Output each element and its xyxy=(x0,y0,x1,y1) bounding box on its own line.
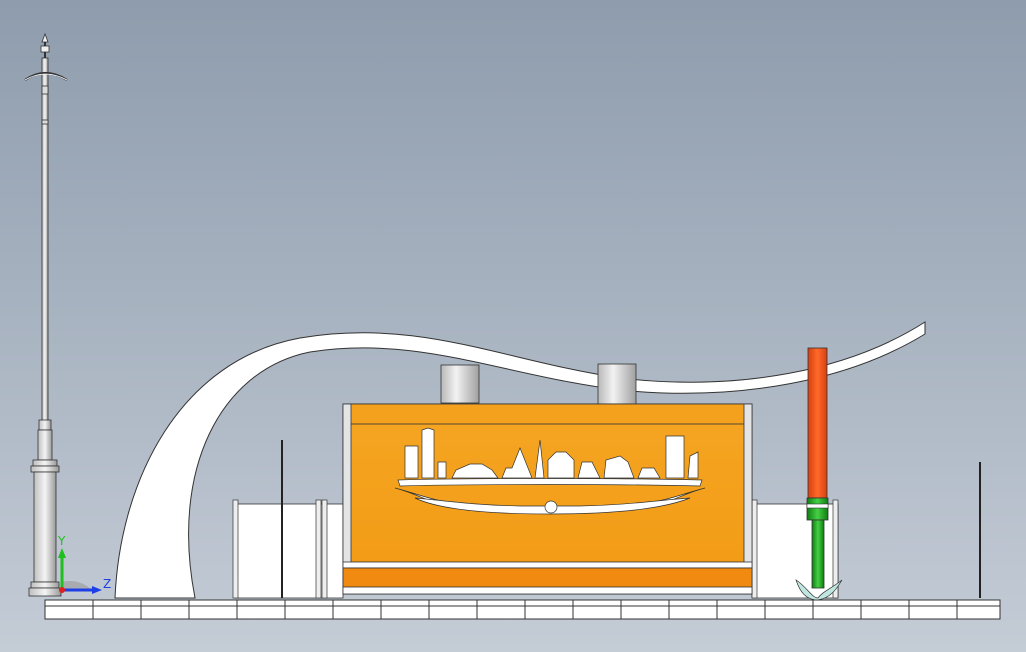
x-axis-dot xyxy=(59,587,65,593)
z-axis-label: Z xyxy=(103,577,111,591)
street-lamp[interactable] xyxy=(24,32,68,597)
chimney-cylinders[interactable] xyxy=(440,363,637,405)
ground-base[interactable] xyxy=(44,599,1001,620)
red-column[interactable] xyxy=(795,347,843,601)
curved-canopy[interactable] xyxy=(114,321,926,599)
coordinate-triad: Y Z xyxy=(57,534,111,594)
y-axis-label: Y xyxy=(57,534,66,548)
orange-kiosk[interactable] xyxy=(342,403,753,595)
skyline-cutout xyxy=(394,427,706,515)
y-axis-arrow xyxy=(58,548,66,558)
triad-plane-shade xyxy=(62,581,92,590)
z-axis-arrow xyxy=(92,586,102,594)
left-fence[interactable] xyxy=(232,440,344,599)
